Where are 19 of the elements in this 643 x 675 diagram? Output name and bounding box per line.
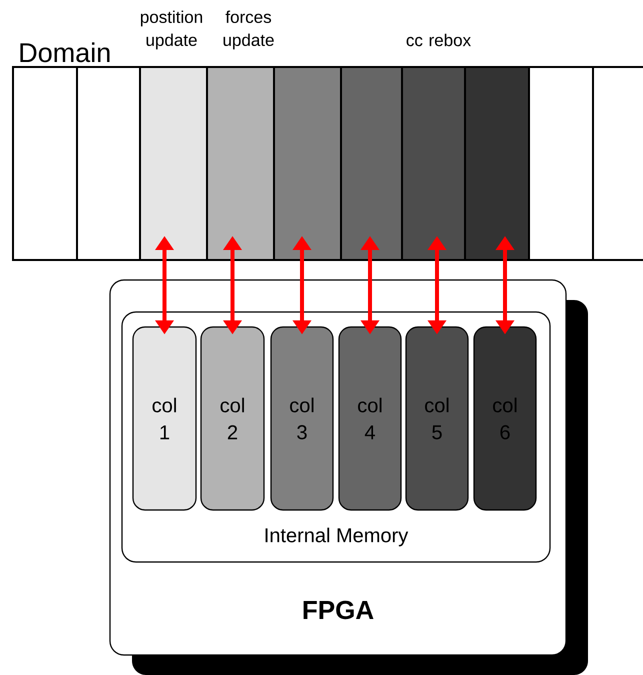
column-block: col 1 bbox=[132, 326, 197, 511]
domain-cell bbox=[12, 66, 78, 261]
domain-cell bbox=[139, 66, 208, 261]
domain-cell bbox=[401, 66, 466, 261]
column-block: col 4 bbox=[338, 326, 402, 511]
column-caption: postition update bbox=[140, 10, 202, 50]
domain-cell bbox=[592, 66, 643, 261]
column-block: col 2 bbox=[200, 326, 265, 511]
domain-cell bbox=[340, 66, 403, 261]
column-block: col 3 bbox=[270, 326, 334, 511]
domain-cell bbox=[528, 66, 594, 261]
column-block: col 5 bbox=[405, 326, 469, 511]
domain-cell bbox=[273, 66, 342, 261]
column-caption: forces update bbox=[224, 10, 274, 50]
domain-cell bbox=[464, 66, 530, 261]
domain-label: Domain bbox=[20, 42, 110, 62]
domain-cell bbox=[206, 66, 275, 261]
domain-cell bbox=[76, 66, 141, 261]
column-caption: cc rebox bbox=[406, 34, 471, 46]
